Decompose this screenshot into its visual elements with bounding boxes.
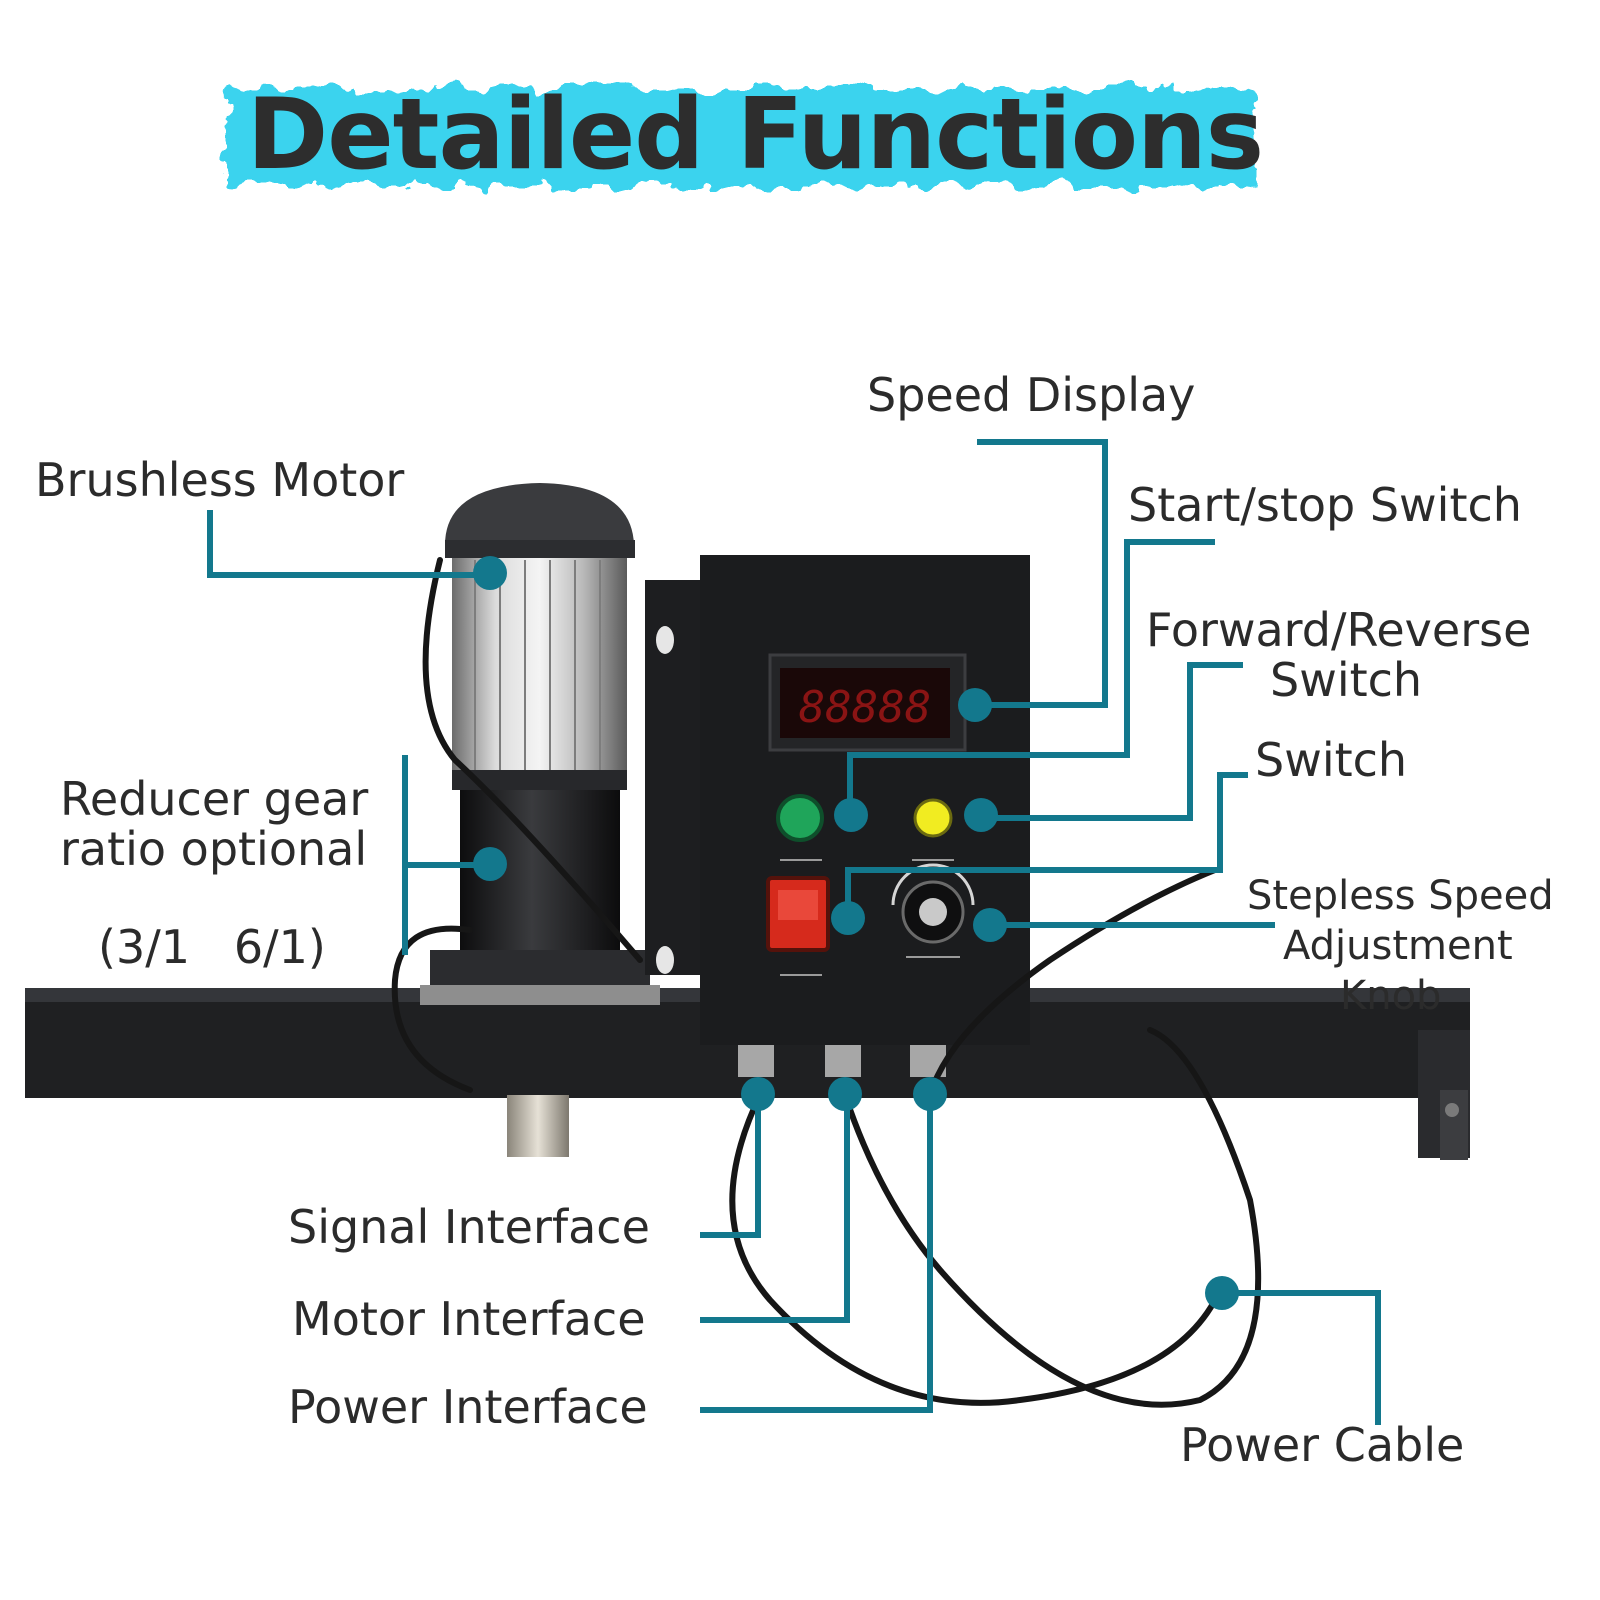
dot-power-interface — [913, 1077, 947, 1111]
callout-signal — [700, 1095, 761, 1238]
label-stepless-line3: Knob — [1340, 973, 1442, 1019]
page-title: Detailed Functions — [246, 78, 1264, 192]
label-reducer-ratio: (3/1 6/1) — [98, 920, 326, 974]
dot-power-cable — [1205, 1276, 1239, 1310]
callout-power-cable — [1220, 1290, 1381, 1425]
title-banner: Detailed Functions — [210, 70, 1300, 200]
title-brush-stroke — [225, 88, 1255, 186]
callout-lines — [207, 439, 1381, 1425]
callout-speed-display — [975, 439, 1108, 708]
callout-dots — [473, 556, 1239, 1310]
knob-icon — [891, 863, 975, 944]
callout-fwd-rev — [980, 662, 1243, 821]
dot-brushless-motor — [473, 556, 507, 590]
dot-reducer — [473, 847, 507, 881]
cable-icon — [391, 557, 1262, 1408]
label-stepless-line1: Stepless Speed — [1247, 873, 1554, 919]
dot-motor — [828, 1077, 862, 1111]
label-brushless-motor: Brushless Motor — [35, 453, 405, 507]
dot-switch — [831, 901, 865, 935]
speed-display-digits: 88888 — [799, 682, 931, 733]
dot-start-stop — [834, 798, 868, 832]
dot-speed-display — [958, 688, 992, 722]
label-signal-interface: Signal Interface — [288, 1200, 650, 1254]
dot-fwd-rev — [964, 798, 998, 832]
output-shaft — [507, 1095, 569, 1157]
callout-start-stop — [847, 539, 1215, 815]
connector-icon — [738, 1045, 946, 1077]
motor-icon — [420, 483, 660, 1005]
label-reducer-line1: Reducer gear — [60, 772, 369, 826]
control-box-icon — [645, 555, 1030, 1045]
callout-switch — [845, 772, 1248, 915]
label-motor-interface: Motor Interface — [292, 1292, 646, 1346]
label-power-interface: Power Interface — [288, 1380, 648, 1434]
callout-brushless-motor — [207, 510, 490, 578]
dot-stepless — [973, 908, 1007, 942]
label-start-stop-switch: Start/stop Switch — [1128, 478, 1522, 532]
label-fwd-rev-line1: Forward/Reverse — [1146, 603, 1532, 657]
label-reducer-line2: ratio optional — [60, 822, 368, 876]
label-switch: Switch — [1255, 733, 1408, 787]
dot-signal — [741, 1077, 775, 1111]
label-fwd-rev-line2: Switch — [1270, 653, 1423, 707]
label-stepless-line2: Adjustment — [1283, 923, 1513, 969]
label-power-cable: Power Cable — [1180, 1418, 1465, 1472]
callout-motor — [700, 1095, 850, 1323]
label-speed-display: Speed Display — [867, 368, 1196, 422]
callout-power-interface — [700, 1095, 933, 1413]
